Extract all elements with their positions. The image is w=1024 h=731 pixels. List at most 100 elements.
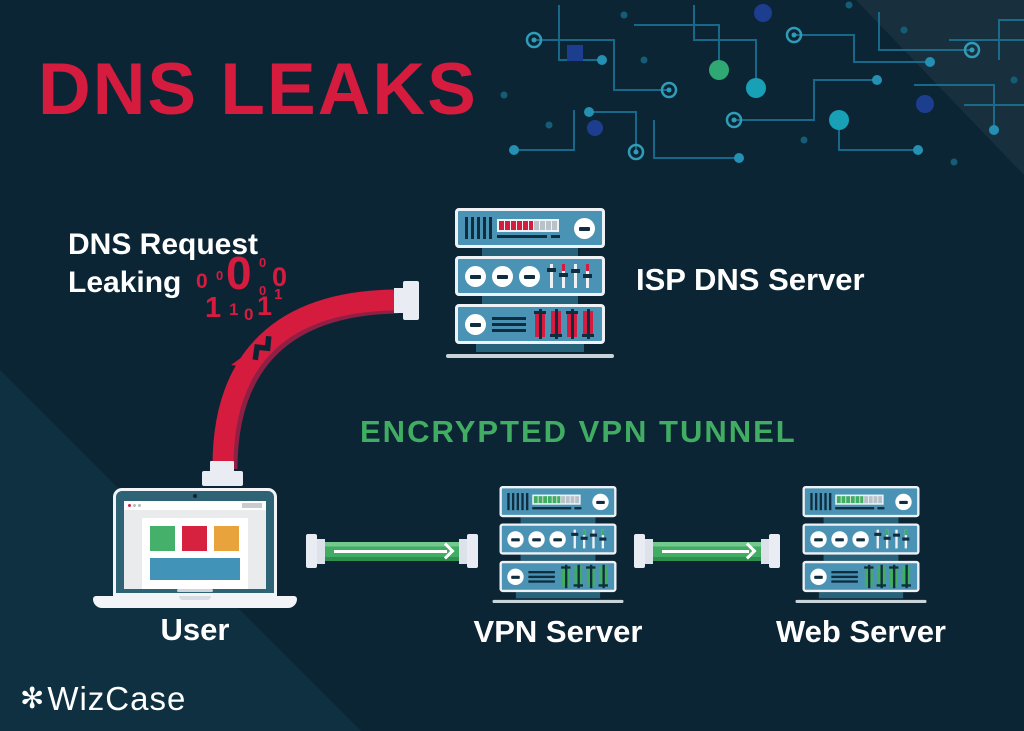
page-tile-orange — [214, 526, 239, 551]
server-knob-icon — [507, 568, 524, 585]
server-knob-icon — [465, 265, 486, 287]
wizcase-logo-text: WizCase — [47, 680, 187, 717]
server-vents — [810, 493, 832, 511]
server-vents — [465, 217, 492, 239]
server-knob-icon — [465, 313, 486, 335]
server-baseline — [446, 354, 614, 358]
server-knob-icon — [574, 217, 595, 239]
server-sliders — [547, 264, 592, 288]
server-knob-icon — [831, 530, 848, 548]
tunnel-flange — [761, 538, 769, 564]
isp-server-label: ISP DNS Server — [636, 262, 865, 297]
vpn-tunnel-graphic — [306, 534, 478, 568]
binary-digit: 0 — [272, 262, 288, 292]
server-knob-icon — [895, 493, 912, 510]
server-led-strip — [835, 494, 884, 505]
server-connector — [482, 248, 578, 256]
tunnel-flange — [467, 534, 478, 568]
page-tile-green — [150, 526, 175, 551]
page-tile-red — [182, 526, 207, 551]
webcam-dot-icon — [193, 494, 197, 498]
circuit-board-pattern — [500, 1, 1024, 166]
web-server-label: Web Server — [775, 614, 946, 649]
arrow-icon — [334, 549, 447, 553]
server-lines — [831, 570, 858, 583]
server-lines — [528, 570, 555, 583]
tunnel-tube — [325, 541, 459, 561]
server-connector — [520, 554, 596, 561]
server-connector — [823, 517, 899, 524]
web-server — [786, 486, 936, 636]
binary-digit: 0 — [259, 255, 267, 270]
tunnel-flange — [645, 538, 653, 564]
binary-digit: 1 — [205, 292, 222, 324]
server-led-strip — [532, 494, 581, 505]
page-banner-blue — [150, 558, 240, 580]
binary-digit: 0 — [196, 270, 208, 293]
server-stack-icon — [446, 208, 614, 358]
binary-digit: 0 — [216, 268, 224, 283]
tunnel-flange — [459, 538, 467, 564]
server-unit-top — [802, 486, 920, 518]
server-unit-middle — [499, 523, 617, 555]
server-baseline — [795, 599, 927, 603]
browser-button — [242, 503, 262, 508]
server-capacitors — [561, 564, 608, 589]
server-knob-icon — [507, 530, 524, 548]
dns-request-leaking-label: DNS Request Leaking — [68, 226, 258, 302]
server-knob-icon — [852, 530, 869, 548]
pipe-plug-isp — [394, 281, 419, 320]
webpage-content — [142, 518, 248, 589]
user-laptop — [93, 488, 297, 608]
laptop-screen — [113, 488, 277, 596]
binary-digit: 1 — [274, 286, 283, 303]
binary-digit: 1 — [229, 300, 239, 319]
server-stack-icon — [492, 486, 624, 603]
pipe-crack — [252, 335, 272, 361]
server-unit-bottom — [802, 560, 920, 593]
server-knob-icon — [549, 530, 566, 548]
browser-toolbar — [124, 501, 266, 510]
browser-dot-icon — [138, 504, 141, 507]
server-knob-icon — [592, 493, 609, 510]
page-title: DNS LEAKS — [38, 49, 478, 130]
server-led-strip — [497, 218, 559, 232]
server-connector — [520, 517, 596, 524]
server-unit-middle — [802, 523, 920, 555]
tunnel-flange — [634, 534, 645, 568]
arrow-icon — [437, 542, 455, 560]
server-connector — [515, 592, 601, 599]
tunnel-tube — [653, 541, 761, 561]
vpn-server — [483, 486, 633, 636]
tunnel-flange — [306, 534, 317, 568]
server-connector — [818, 592, 904, 599]
user-label: User — [160, 612, 230, 647]
binary-digit: 0 — [244, 305, 254, 324]
server-knob-icon — [519, 265, 540, 287]
server-unit-bottom — [499, 560, 617, 593]
binary-digit: 1 — [257, 291, 273, 321]
server-capacitors — [864, 564, 911, 589]
arrow-icon — [662, 549, 749, 553]
arrow-icon — [739, 542, 757, 560]
server-baseline — [492, 599, 624, 603]
server-knob-icon — [810, 568, 827, 585]
screen-hinge-notch — [177, 589, 213, 592]
wizcase-logo: ✻ WizCase — [20, 680, 186, 718]
server-connector — [823, 554, 899, 561]
browser-window — [124, 501, 266, 589]
browser-dot-icon — [133, 504, 136, 507]
server-vents — [507, 493, 529, 511]
encrypted-vpn-tunnel-label: ENCRYPTED VPN TUNNEL — [360, 414, 797, 449]
vpn-tunnel-graphic — [634, 534, 780, 568]
server-lines — [492, 316, 526, 332]
server-unit-middle — [455, 256, 605, 296]
leak-label-line1: DNS Request — [68, 228, 259, 261]
server-unit-top — [455, 208, 605, 248]
tunnel-flange — [769, 534, 780, 568]
binary-digit: 0 — [226, 247, 252, 299]
server-capacitors — [534, 309, 594, 339]
isp-dns-server — [446, 208, 614, 358]
wizcase-star-icon: ✻ — [20, 682, 45, 715]
